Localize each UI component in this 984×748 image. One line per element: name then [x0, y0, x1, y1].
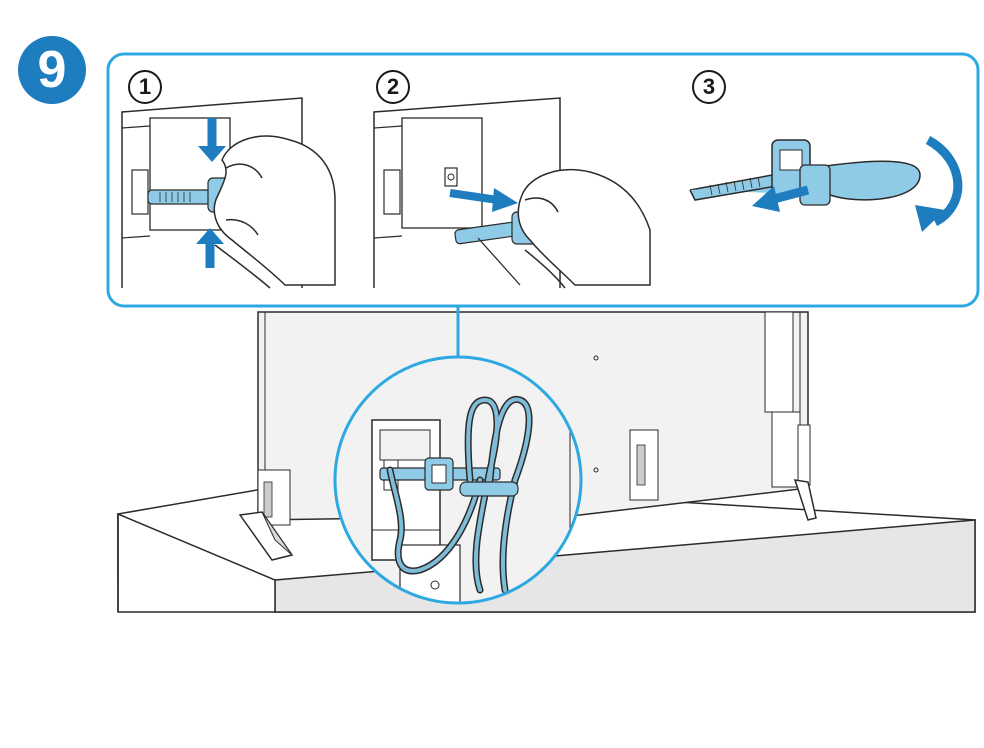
cable-clip-icon — [771, 139, 831, 206]
sub-step-2-illustration — [373, 97, 651, 289]
cable-clip-icon — [424, 457, 454, 491]
zoom-detail — [333, 355, 583, 605]
sub-step-1-label: 1 — [128, 70, 162, 104]
hand-icon — [517, 169, 651, 289]
sub-step-3-label: 3 — [692, 70, 726, 104]
sub-step-3-illustration — [689, 136, 963, 232]
step-number-badge: 9 — [18, 36, 86, 104]
hand-icon — [213, 135, 336, 289]
rotate-arrow-icon — [915, 136, 963, 232]
sub-step-1-illustration — [121, 97, 336, 289]
sub-step-2-label: 2 — [376, 70, 410, 104]
